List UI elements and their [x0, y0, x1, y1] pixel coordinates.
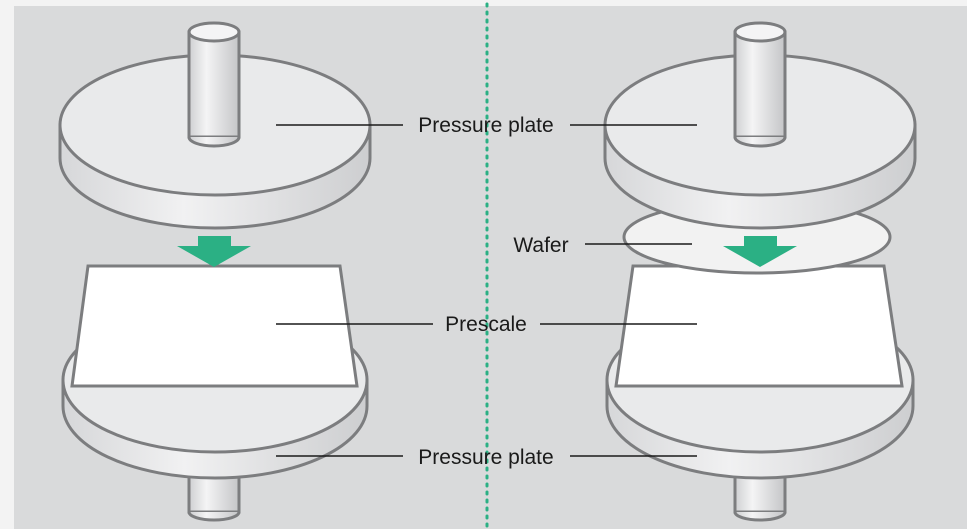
left-press	[58, 21, 372, 522]
top-rod-right	[733, 21, 787, 148]
label-prescale: Prescale	[445, 313, 527, 336]
arrow-down-icon	[177, 236, 251, 267]
leader-lines	[276, 124, 697, 457]
right-press	[603, 21, 917, 522]
arrow-down-icon	[723, 236, 797, 267]
prescale-sheet-left	[70, 264, 359, 388]
label-pressure-plate-top: Pressure plate	[418, 114, 553, 137]
top-rod-left	[187, 21, 241, 148]
label-pressure-plate-bottom: Pressure plate	[418, 446, 553, 469]
prescale-sheet-right	[614, 264, 904, 388]
label-wafer: Wafer	[513, 234, 568, 257]
